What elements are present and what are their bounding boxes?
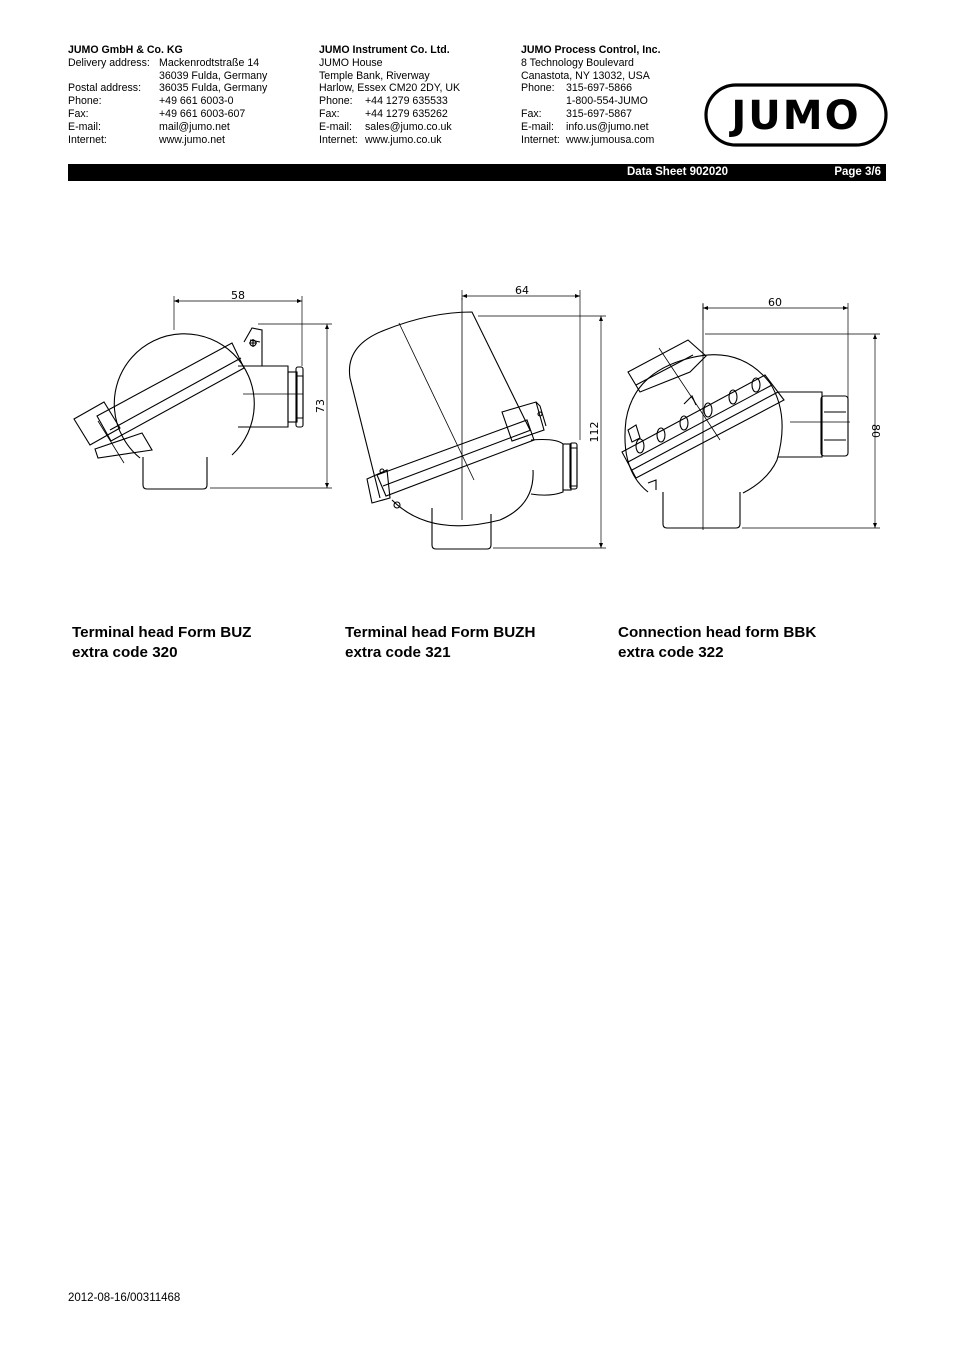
field-label: Postal address: (68, 82, 142, 95)
email-link[interactable]: info.us@jumo.net (566, 120, 649, 133)
logo-text: JUMO (728, 93, 860, 139)
drawing-buzh (348, 290, 606, 550)
caption-title: Terminal head Form BUZ (72, 624, 252, 641)
technical-drawings: 58 73 64 112 60 80 (73, 284, 882, 550)
field-label: E-mail: (68, 120, 101, 133)
field-label: Internet: (319, 133, 358, 146)
dimension-label: 73 (314, 399, 327, 413)
dimension-label: 58 (231, 289, 245, 302)
dimension-label: 112 (588, 422, 601, 443)
field-value: 1-800-554-JUMO (566, 95, 648, 108)
address-line: JUMO House (319, 56, 383, 69)
dimension-label: 80 (869, 424, 882, 438)
caption-title: Terminal head Form BUZH (345, 624, 536, 641)
address-line: 8 Technology Boulevard (521, 56, 634, 69)
field-label: E-mail: (319, 120, 352, 133)
caption-code: extra code 320 (72, 644, 178, 661)
caption-code: extra code 321 (345, 644, 451, 661)
field-label (521, 95, 566, 108)
email-link[interactable]: sales@jumo.co.uk (365, 120, 452, 133)
address-usa: JUMO Process Control, Inc. 8 Technology … (521, 44, 661, 146)
dimension-label: 64 (515, 284, 529, 297)
field-label: Fax: (521, 107, 542, 120)
field-label: Internet: (68, 133, 107, 146)
field-label: E-mail: (521, 120, 554, 133)
drawing-buz (73, 296, 332, 490)
field-label: Fax: (68, 107, 89, 120)
field-value: +44 1279 635533 (365, 95, 448, 108)
field-label (68, 70, 159, 83)
page-number: Page 3/6 (834, 165, 881, 178)
website-link[interactable]: www.jumousa.com (566, 133, 655, 146)
field-value: 315-697-5867 (566, 107, 632, 120)
address-line: Harlow, Essex CM20 2DY, UK (319, 82, 461, 95)
jumo-logo: JUMO (704, 83, 888, 147)
drawing-bbk (621, 303, 880, 530)
field-value: +49 661 6003-607 (159, 107, 246, 120)
caption-bbk: Connection head form BBK extra code 322 (618, 623, 816, 663)
field-value: 36035 Fulda, Germany (159, 82, 268, 95)
field-label: Internet: (521, 133, 560, 146)
field-value: Mackenrodtstraße 14 (159, 56, 260, 69)
caption-code: extra code 322 (618, 644, 724, 661)
field-value: 315-697-5866 (566, 82, 632, 95)
field-label: Phone: (521, 82, 555, 95)
email-link[interactable]: mail@jumo.net (159, 120, 230, 133)
address-line: Canastota, NY 13032, USA (521, 69, 650, 82)
caption-buz: Terminal head Form BUZ extra code 320 (72, 623, 251, 663)
datasheet-bar: Data Sheet 902020 Page 3/6 (68, 164, 886, 181)
address-germany: JUMO GmbH & Co. KG Delivery address: Mack… (68, 44, 267, 146)
website-link[interactable]: www.jumo.co.uk (365, 133, 442, 146)
company-name: JUMO Instrument Co. Ltd. (319, 44, 450, 56)
caption-title: Connection head form BBK (618, 624, 817, 641)
field-label: Phone: (319, 95, 353, 108)
address-uk: JUMO Instrument Co. Ltd. JUMO House Temp… (319, 44, 460, 146)
field-value: +49 661 6003-0 (159, 95, 234, 108)
address-line: Temple Bank, Riverway (319, 69, 430, 82)
field-label: Phone: (68, 95, 102, 108)
dimension-label: 60 (768, 296, 782, 309)
field-value: 36039 Fulda, Germany (159, 69, 268, 82)
field-value: +44 1279 635262 (365, 107, 448, 120)
company-name: JUMO Process Control, Inc. (521, 44, 661, 56)
field-label: Fax: (319, 107, 340, 120)
caption-buzh: Terminal head Form BUZH extra code 321 (345, 623, 535, 663)
field-label: Delivery address: (68, 56, 150, 69)
datasheet-number: Data Sheet 902020 (627, 165, 729, 178)
website-link[interactable]: www.jumo.net (159, 133, 225, 146)
company-name: JUMO GmbH & Co. KG (68, 44, 183, 56)
document-id: 2012-08-16/00311468 (68, 1292, 181, 1304)
